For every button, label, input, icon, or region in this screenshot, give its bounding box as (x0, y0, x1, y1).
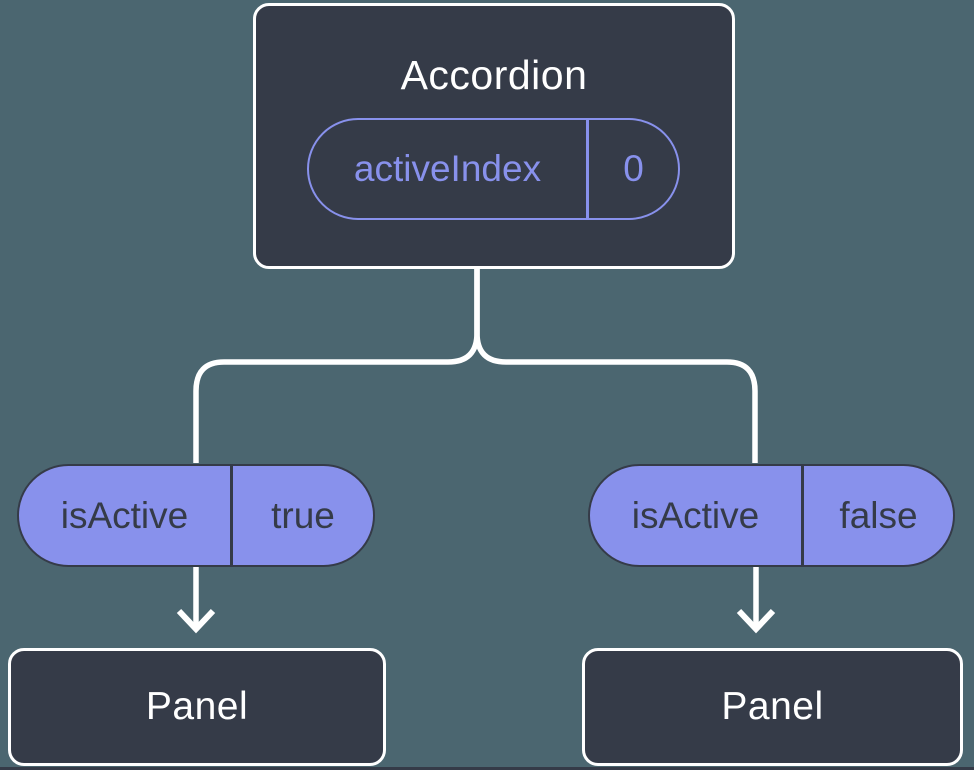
bottom-edge-strip (0, 767, 974, 770)
state-pill-value: 0 (623, 148, 644, 189)
accordion-node: Accordion activeIndex 0 (253, 3, 735, 269)
state-pill-activeindex: activeIndex 0 (307, 118, 680, 220)
prop-pill-isactive-false: isActive false (588, 464, 955, 567)
left-down-arrow-head-icon (176, 608, 216, 634)
prop-pill-value: true (271, 494, 335, 536)
prop-pill-isactive-true: isActive true (17, 464, 375, 567)
pill-divider (586, 120, 589, 218)
panel-node-left: Panel (8, 648, 386, 766)
panel-node-title: Panel (145, 685, 249, 728)
right-down-arrow-head-icon (736, 608, 776, 634)
panel-node-right: Panel (582, 648, 963, 766)
prop-pill-label: isActive (60, 494, 189, 536)
pill-divider (801, 466, 804, 565)
prop-pill-value: false (839, 494, 918, 536)
prop-pill-label: isActive (631, 494, 760, 536)
panel-node-title: Panel (721, 685, 824, 728)
connector-branch-left (193, 268, 480, 463)
connector-branch-right (474, 268, 758, 463)
state-pill-label: activeIndex (353, 148, 542, 189)
accordion-node-title: Accordion (400, 52, 588, 98)
pill-divider (230, 466, 233, 565)
